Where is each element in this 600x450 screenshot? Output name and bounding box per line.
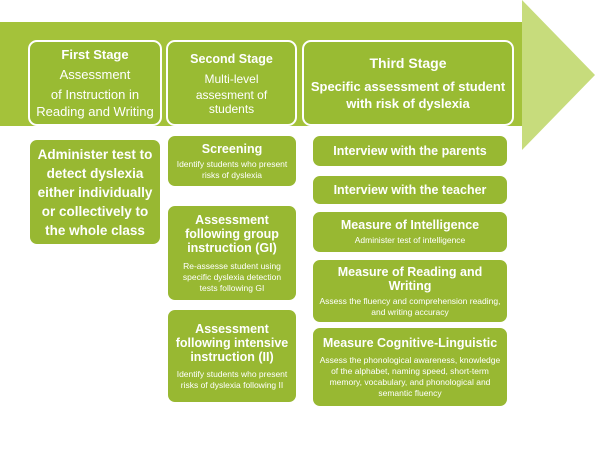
- third-item-title: Interview with the parents: [333, 144, 487, 158]
- second-item-title: Assessment following intensive instructi…: [175, 321, 289, 364]
- third-item-reading-writing: Measure of Reading and Writing Assess th…: [311, 258, 509, 324]
- second-item-desc: Identify students who present risks of d…: [176, 368, 288, 390]
- second-item-desc: Re-assesse student using specific dyslex…: [182, 260, 282, 293]
- first-stage-line1: Assessment: [59, 66, 131, 82]
- second-stage-line1: Multi-level: [204, 71, 259, 86]
- second-item-title: Screening: [201, 141, 263, 156]
- first-stage-title: First Stage: [61, 46, 129, 62]
- third-stage-title: Third Stage: [369, 55, 447, 71]
- first-stage-line3: Reading and Writing: [36, 103, 154, 119]
- third-item-intelligence: Measure of Intelligence Administer test …: [311, 210, 509, 254]
- second-item-screening: Screening Identify students who present …: [166, 134, 298, 188]
- third-stage-line2: with risk of dyslexia: [346, 96, 470, 111]
- second-stage-title: Second Stage: [190, 51, 273, 66]
- third-item-desc: Assess the fluency and comprehension rea…: [319, 295, 501, 317]
- first-stage-detail-text: Administer test to detect dyslexia eithe…: [37, 146, 153, 238]
- third-stage-box: Third Stage Specific assessment of stude…: [302, 40, 514, 126]
- second-item-desc: Identify students who present risks of d…: [176, 158, 288, 180]
- first-stage-detail-box: Administer test to detect dyslexia eithe…: [28, 138, 162, 246]
- third-item-desc: Administer test of intelligence: [354, 235, 466, 245]
- process-arrow-head: [522, 0, 595, 150]
- second-item-intensive-instruction: Assessment following intensive instructi…: [166, 308, 298, 404]
- second-item-title: Assessment following group instruction (…: [185, 212, 279, 255]
- third-item-teacher: Interview with the teacher: [311, 174, 509, 206]
- third-item-desc: Assess the phonological awareness, knowl…: [319, 354, 501, 398]
- second-stage-box: Second Stage Multi-level assesment of st…: [166, 40, 297, 126]
- third-item-parents: Interview with the parents: [311, 134, 509, 168]
- third-item-title: Measure of Intelligence: [340, 218, 480, 232]
- second-item-group-instruction: Assessment following group instruction (…: [166, 204, 298, 302]
- third-item-cognitive-linguistic: Measure Cognitive-Linguistic Assess the …: [311, 326, 509, 408]
- first-stage-line2: of Instruction in: [50, 86, 140, 102]
- third-item-title: Measure Cognitive-Linguistic: [322, 335, 498, 350]
- third-stage-line1: Specific assessment of student: [310, 79, 506, 94]
- second-stage-line2: assesment of: [195, 87, 268, 102]
- second-stage-line3: students: [208, 101, 255, 116]
- third-item-title: Interview with the teacher: [333, 183, 487, 197]
- third-item-title: Measure of Reading and Writing: [337, 264, 483, 293]
- first-stage-box: First Stage Assessment of Instruction in…: [28, 40, 162, 126]
